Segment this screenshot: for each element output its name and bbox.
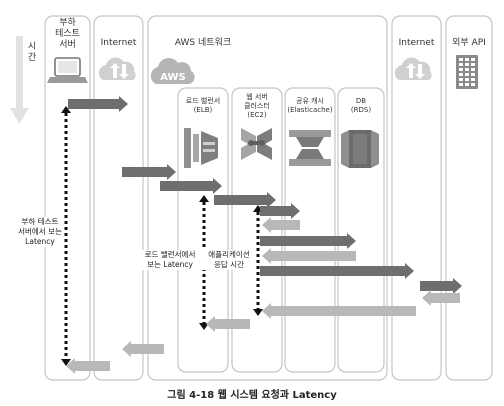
internet-left-title: Internet bbox=[100, 38, 137, 48]
arrow-request-web-internet bbox=[260, 263, 414, 279]
latency-line-load-balancer-end-head bbox=[199, 323, 209, 330]
rds-title: DB (RDS) bbox=[350, 97, 372, 114]
arrow-response-internet-web bbox=[262, 303, 416, 319]
column-elb bbox=[177, 87, 229, 373]
arrow-request-internet-elb bbox=[122, 164, 176, 180]
external-api-title: 외부 API bbox=[452, 38, 486, 48]
flow-arrows bbox=[66, 96, 462, 374]
arrow-request-web-db bbox=[260, 233, 356, 249]
latency-line-test-server-end-head bbox=[61, 359, 71, 366]
ec2-icon bbox=[241, 128, 272, 160]
column-aws-network bbox=[147, 15, 388, 381]
elasticache-icon bbox=[289, 130, 331, 166]
load-balancer-icon bbox=[184, 128, 218, 168]
arrow-response-internet-client bbox=[66, 358, 110, 374]
latency-label-load-balancer: 로드 밸런서에서 보는 Latency bbox=[140, 250, 200, 270]
column-internet-right bbox=[391, 15, 442, 381]
aws-cloud-icon: AWS bbox=[150, 58, 195, 84]
elasticache-title: 공유 캐시 (Elasticache) bbox=[287, 97, 333, 114]
column-external-api bbox=[445, 15, 493, 381]
internet-right-title: Internet bbox=[398, 38, 435, 48]
arrow-request-internet-api bbox=[420, 278, 462, 294]
ec2-title: 웹 서버 클러스터 (EC2) bbox=[244, 93, 270, 119]
arrow-response-cache-web bbox=[262, 217, 300, 233]
svg-text:AWS: AWS bbox=[160, 72, 186, 83]
arrow-request-client-internet bbox=[68, 96, 128, 112]
server-rack-icon bbox=[456, 55, 478, 89]
cloud-icon-left bbox=[98, 57, 136, 80]
time-axis-label: 시 간 bbox=[27, 42, 37, 63]
latency-label-test-server: 부하 테스트 서버에서 보는 Latency bbox=[16, 217, 64, 247]
cloud-icon-right bbox=[394, 57, 432, 80]
column-test-server bbox=[44, 15, 91, 381]
arrow-response-web-elb bbox=[206, 316, 250, 332]
latency-line-test-server-start-head bbox=[61, 106, 71, 113]
time-axis bbox=[10, 36, 29, 124]
latency-line-application-end-head bbox=[253, 309, 263, 316]
arrow-response-elb-internet bbox=[122, 341, 164, 357]
arrow-response-db-web bbox=[262, 248, 356, 264]
arrow-request-web-cache bbox=[260, 203, 300, 219]
test-server-title: 부하 테스트 서버 bbox=[55, 18, 80, 50]
laptop-icon bbox=[47, 57, 88, 83]
aws-network-title: AWS 네트워크 bbox=[174, 38, 232, 48]
arrow-request-web bbox=[214, 192, 276, 208]
elb-title: 로드 밸런서 (ELB) bbox=[185, 97, 221, 114]
rds-icon bbox=[341, 130, 379, 168]
latency-label-application: 애플리케이션 응답 시간 bbox=[202, 250, 256, 270]
column-rds bbox=[337, 87, 385, 373]
latency-line-load-balancer-start-head bbox=[199, 195, 209, 202]
arrow-request-elb-web bbox=[160, 178, 222, 194]
figure-caption: 그림 4-18 웹 시스템 요청과 Latency bbox=[167, 390, 337, 401]
arrow-response-api-internet bbox=[422, 290, 460, 306]
column-internet-left bbox=[93, 15, 144, 381]
